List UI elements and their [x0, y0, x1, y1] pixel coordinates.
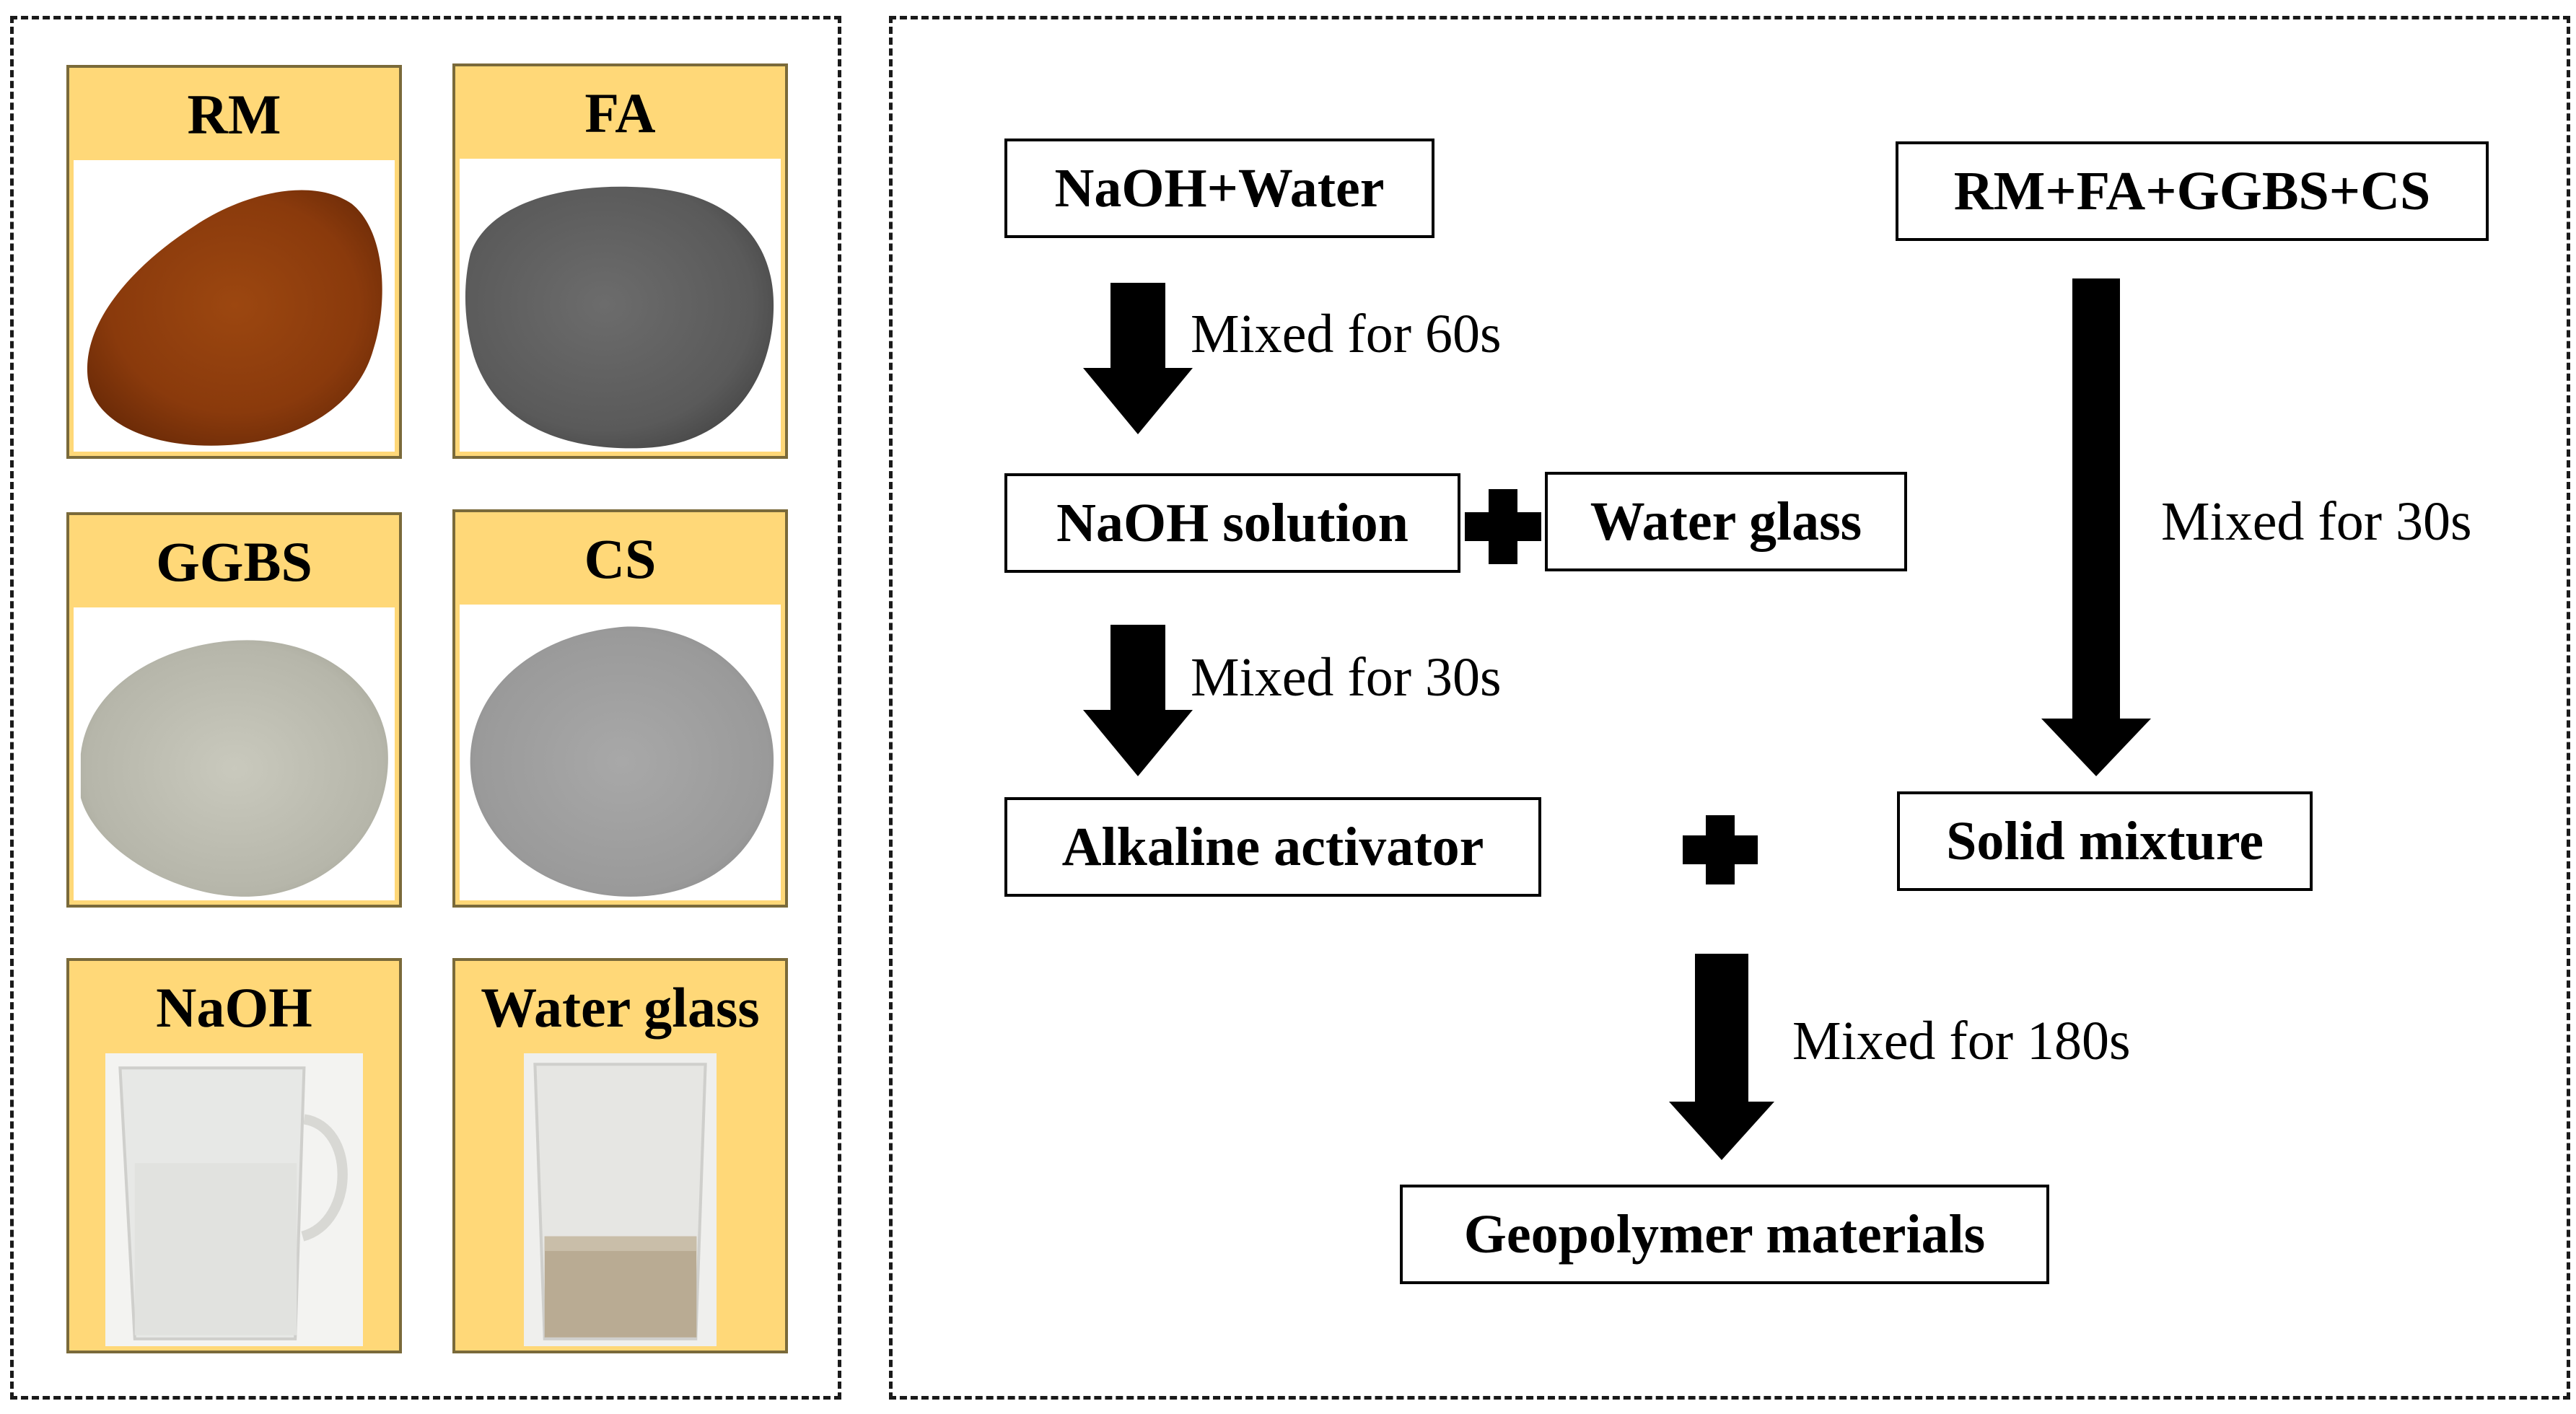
solid-mixture-box: Solid mixture: [1897, 791, 2313, 891]
material-label: CS: [584, 527, 657, 590]
process-panel: [889, 16, 2570, 1400]
material-card-rm: RM: [66, 65, 402, 459]
material-card-ggbs: GGBS: [66, 512, 402, 908]
naoh-solution-box: NaOH solution: [1004, 473, 1460, 573]
materials-panel: [10, 16, 841, 1400]
solid-components-box: RM+FA+GGBS+CS: [1896, 141, 2489, 241]
geopolymer-materials-box: Geopolymer materials: [1400, 1185, 2049, 1284]
alkaline-activator-box: Alkaline activator: [1004, 797, 1541, 897]
material-label: RM: [187, 83, 281, 146]
plus-icon: [1465, 489, 1541, 564]
naoh-beaker-image: [105, 1053, 363, 1346]
material-card-water-glass: Water glass: [452, 958, 788, 1353]
plus-icon: [1683, 815, 1758, 884]
down-arrow-icon: [1083, 625, 1193, 776]
step-label-60s: Mixed for 60s: [1191, 304, 1502, 364]
ggbs-powder-image: [74, 607, 395, 900]
water-glass-box: Water glass: [1545, 472, 1907, 571]
step-label-180s: Mixed for 180s: [1792, 1011, 2131, 1071]
material-card-fa: FA: [452, 63, 788, 459]
material-label: FA: [584, 82, 656, 144]
material-label: Water glass: [481, 976, 760, 1039]
red-mud-powder-image: [74, 160, 395, 452]
material-label: GGBS: [156, 530, 312, 593]
fly-ash-powder-image: [460, 159, 781, 452]
step-label-30s-right: Mixed for 30s: [2161, 491, 2472, 552]
down-arrow-icon: [2041, 278, 2151, 776]
material-card-cs: CS: [452, 509, 788, 908]
down-arrow-icon: [1083, 283, 1193, 434]
material-card-naoh: NaOH: [66, 958, 402, 1353]
material-label: NaOH: [156, 976, 312, 1039]
down-arrow-icon: [1669, 954, 1774, 1160]
cs-powder-image: [460, 605, 781, 900]
naoh-water-box: NaOH+Water: [1004, 139, 1434, 238]
water-glass-beaker-image: [524, 1053, 717, 1346]
step-label-30s-left: Mixed for 30s: [1191, 647, 1502, 708]
